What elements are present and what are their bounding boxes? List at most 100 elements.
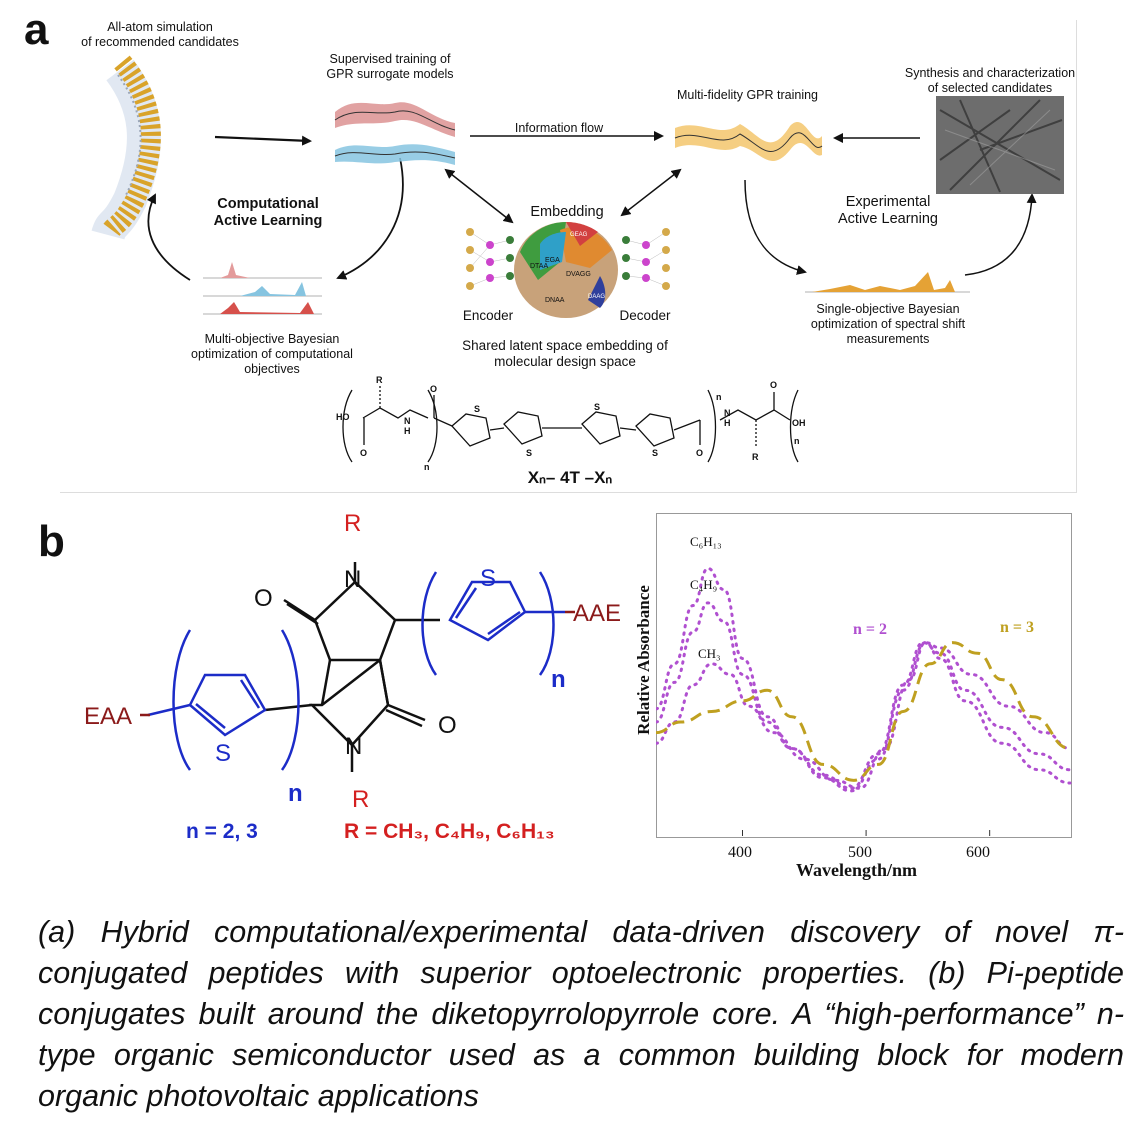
arrow-sobo-to-synth xyxy=(964,193,1037,276)
dpp-o-right: O xyxy=(438,712,457,739)
series-line-3 xyxy=(656,641,1071,782)
arrow-gpr-to-mobo xyxy=(336,157,404,280)
series-line-1 xyxy=(656,601,1072,790)
svg-text:R: R xyxy=(752,452,759,462)
dpp-r-bottom: R xyxy=(352,786,370,813)
experimental-al-label: Experimental Active Learning xyxy=(808,194,968,228)
svg-text:O: O xyxy=(696,448,703,458)
sobo-line2: optimization of spectral shift xyxy=(810,317,966,331)
figure-caption: (a) Hybrid computational/experimental da… xyxy=(38,915,1124,1113)
decoder-network xyxy=(622,228,670,290)
arrow-sim-to-gpr xyxy=(214,135,312,146)
computational-al-label: Computational Active Learning xyxy=(188,196,348,230)
label-n2: n = 2 xyxy=(853,621,888,638)
chart-x-label: Wavelength/nm xyxy=(796,860,918,880)
svg-text:EGA: EGA xyxy=(545,257,560,264)
series-line-0 xyxy=(656,566,1072,793)
svg-text:S: S xyxy=(474,404,480,414)
dpp-core-bonds xyxy=(264,562,440,772)
dpp-n-top: N xyxy=(344,566,362,593)
mf-gpr-plot xyxy=(674,122,823,161)
synthesis-line1: Synthesis and characterization xyxy=(904,66,1076,80)
svg-text:O: O xyxy=(770,380,777,390)
r-values-label: R = CH₃, C₄H₉, C₆H₁₃ xyxy=(344,820,555,843)
svg-text:H: H xyxy=(724,418,731,428)
thiophene-rings xyxy=(147,571,565,771)
latent-space-map: DTAA EGA GEAG DVAGG DNAA DAAG xyxy=(514,222,618,318)
label-n3: n = 3 xyxy=(1000,619,1035,636)
svg-text:OH: OH xyxy=(792,418,806,428)
svg-text:N: N xyxy=(724,408,731,418)
dpp-n-left: n xyxy=(288,780,303,807)
x-tick-600: 600 xyxy=(966,844,990,861)
sobo-peaks xyxy=(805,272,970,293)
latent-space-line1: Shared latent space embedding of xyxy=(462,338,668,353)
dpp-s-right: S xyxy=(480,565,497,592)
gpr-plot-blue xyxy=(334,144,456,165)
panel-a-letter: a xyxy=(24,5,49,54)
arrow-gpr-embedding xyxy=(444,168,514,224)
gpr-plot-red xyxy=(334,102,456,137)
sobo-label: Single-objective Bayesian optimization o… xyxy=(790,302,986,347)
embedding-label: Embedding xyxy=(530,204,604,220)
svg-text:DNAA: DNAA xyxy=(545,297,565,304)
simulation-label-line2: of recommended candidates xyxy=(81,35,239,49)
svg-text:n: n xyxy=(716,392,722,402)
encoder-network xyxy=(466,228,514,290)
svg-text:S: S xyxy=(652,448,658,458)
x-tick-400: 400 xyxy=(728,844,752,861)
info-flow-label: Information flow xyxy=(514,121,604,135)
sobo-line1: Single-objective Bayesian xyxy=(816,302,960,316)
mobo-peaks xyxy=(203,262,322,315)
mobo-line3: objectives xyxy=(244,362,300,376)
synthesis-line2: of selected candidates xyxy=(927,81,1053,95)
absorbance-chart-frame xyxy=(656,513,1072,838)
synthesis-label: Synthesis and characterization of select… xyxy=(895,66,1085,96)
svg-text:n: n xyxy=(424,462,430,472)
simulation-label-line1: All-atom simulation xyxy=(107,20,213,34)
panel-a-graphics: DTAA EGA GEAG DVAGG DNAA DAAG H O R O N xyxy=(91,55,1064,472)
latent-space-label: Shared latent space embedding of molecul… xyxy=(440,338,690,370)
svg-text:N: N xyxy=(404,416,411,426)
dpp-r-top: R xyxy=(344,510,362,537)
computational-al-line2: Active Learning xyxy=(213,213,323,229)
dpp-n-bottom: N xyxy=(345,733,363,760)
absorbance-chart xyxy=(656,566,1072,836)
panel-a xyxy=(60,20,1077,493)
dpp-s-left: S xyxy=(215,740,232,767)
experimental-al-line1: Experimental xyxy=(845,194,931,210)
dpp-structure xyxy=(140,562,575,772)
label-c6h13: C₆H₁₃ xyxy=(690,534,722,549)
arrow-mf-embedding xyxy=(620,168,682,217)
n-values-label: n = 2, 3 xyxy=(186,820,258,843)
mobo-line1: Multi-objective Bayesian xyxy=(204,332,340,346)
x-tick-500: 500 xyxy=(848,844,872,861)
series-line-2 xyxy=(656,641,1072,790)
experimental-al-line2: Active Learning xyxy=(838,211,938,227)
panel-b-letter: b xyxy=(38,517,65,566)
svg-text:DVAGG: DVAGG xyxy=(566,271,591,278)
dpp-aae: AAE xyxy=(573,600,622,627)
svg-text:H: H xyxy=(404,426,411,436)
arrow-mf-to-sobo xyxy=(744,179,807,275)
arrow-mobo-to-sim xyxy=(146,193,191,281)
sobo-line3: measurements xyxy=(846,332,930,346)
molecule-formula: Xₙ– 4T –Xₙ xyxy=(527,468,613,487)
dpp-n-right: n xyxy=(551,666,566,693)
svg-text:DAAG: DAAG xyxy=(588,294,605,300)
svg-text:O: O xyxy=(360,448,367,458)
decoder-label: Decoder xyxy=(619,308,671,323)
mobo-line2: optimization of computational xyxy=(191,347,353,361)
svg-text:S: S xyxy=(594,402,600,412)
protein-fiber-image xyxy=(91,55,161,241)
molecule-atoms: HO R O N H O n S S S S O n N H O OH R n xyxy=(336,375,806,472)
encoder-label: Encoder xyxy=(462,308,514,323)
svg-text:R: R xyxy=(376,375,383,385)
svg-text:n: n xyxy=(794,436,800,446)
chart-y-label: Relative Absorbance xyxy=(634,585,653,735)
svg-text:GEAG: GEAG xyxy=(570,232,588,238)
svg-text:DTAA: DTAA xyxy=(530,263,548,270)
svg-text:O: O xyxy=(430,384,437,394)
molecule-4t xyxy=(342,385,799,463)
mobo-label: Multi-objective Bayesian optimization of… xyxy=(176,332,368,377)
